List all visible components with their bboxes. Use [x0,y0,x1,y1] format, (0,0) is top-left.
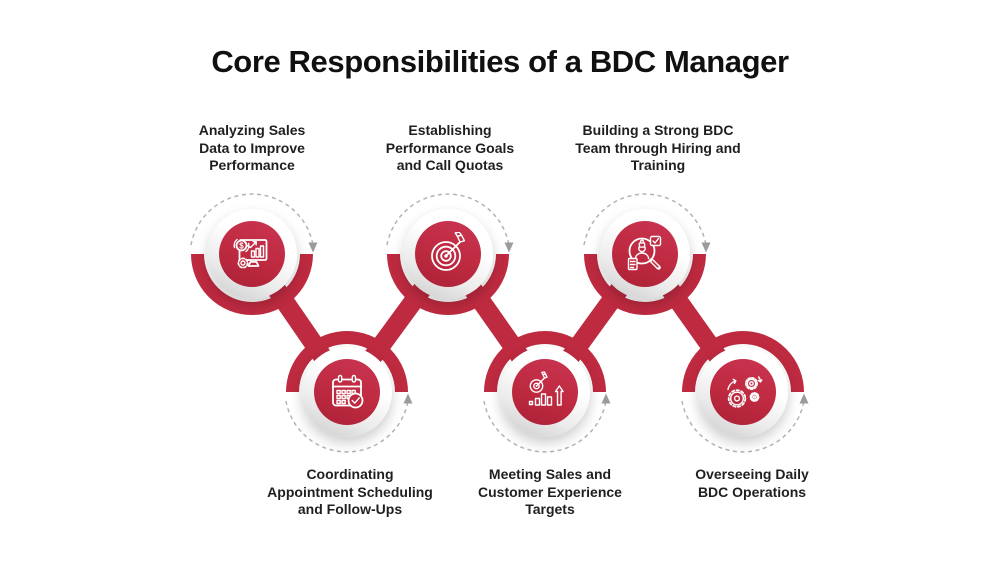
node-sales-experience-targets [475,322,615,462]
page-title: Core Responsibilities of a BDC Manager [211,44,789,79]
node-icon-badge [612,221,678,287]
arrow-up-icon [403,393,413,404]
node-icon-badge [314,359,380,425]
node-arcs [483,331,611,453]
node-appointment-scheduling [277,322,417,462]
arrow-up-icon [601,393,611,404]
sales-analytics-monitor-icon: $ [233,238,268,269]
node-performance-goals [378,184,518,324]
growth-target-bars-icon [528,371,564,406]
calendar-check-icon [332,374,364,409]
node-team-hiring-training [575,184,715,324]
arrow-down-icon [701,242,711,253]
node-daily-bdc-operations [673,322,813,462]
svg-text:$: $ [239,241,244,250]
node-arcs [190,193,318,315]
candidate-search-magnifier-icon [627,235,662,271]
operations-gears-icon [727,376,763,408]
node-icon-badge: $ [219,221,285,287]
node-arcs [285,331,413,453]
target-dart-icon [431,232,466,271]
arrow-up-icon [799,393,809,404]
node-icon-badge [710,359,776,425]
arrow-down-icon [308,242,318,253]
node-icon-badge [415,221,481,287]
node-arcs [386,193,514,315]
node-analyzing-sales-data: $ [182,184,322,324]
arrow-down-icon [504,242,514,253]
node-arcs [681,331,809,453]
node-arcs [583,193,711,315]
node-icon-badge [512,359,578,425]
